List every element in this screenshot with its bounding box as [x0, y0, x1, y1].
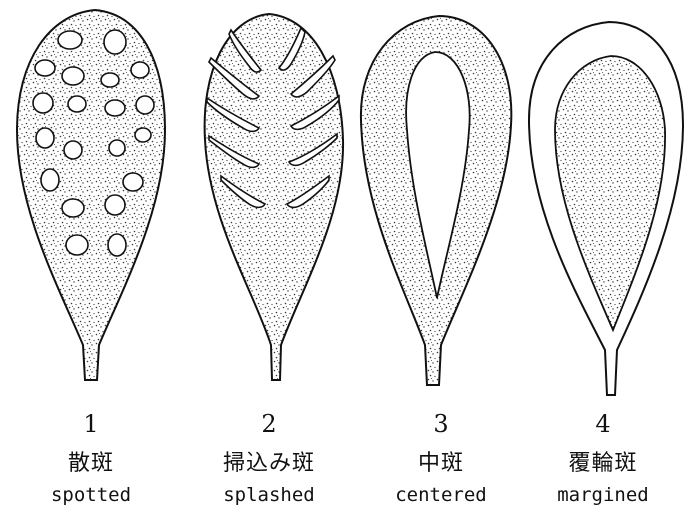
margined-leaf-drawing	[517, 0, 689, 400]
leaf-panel-splashed: 2 掃込み斑 splashed	[183, 0, 355, 523]
pattern-name-english: centered	[355, 484, 527, 506]
margined-leaf-green-center	[555, 56, 665, 330]
splashed-leaf-drawing	[183, 0, 355, 400]
centered-leaf-drawing	[355, 0, 527, 400]
leaf-panel-centered: 3 中斑 centered	[355, 0, 527, 523]
pattern-number: 3	[355, 410, 527, 438]
pattern-number: 1	[5, 410, 177, 438]
leaf-panel-margined: 4 覆輪斑 margined	[517, 0, 689, 523]
leaf-panel-spotted: 1 散斑 spotted	[5, 0, 177, 523]
pattern-name-english: spotted	[5, 484, 177, 506]
pattern-name-japanese: 掃込み斑	[183, 445, 355, 477]
pattern-name-english: splashed	[183, 484, 355, 506]
pattern-name-english: margined	[517, 484, 689, 506]
pattern-name-japanese: 散斑	[5, 445, 177, 477]
pattern-number: 4	[517, 410, 689, 438]
pattern-name-japanese: 中斑	[355, 445, 527, 477]
pattern-name-japanese: 覆輪斑	[517, 445, 689, 477]
pattern-number: 2	[183, 410, 355, 438]
spotted-leaf-drawing	[5, 0, 177, 400]
